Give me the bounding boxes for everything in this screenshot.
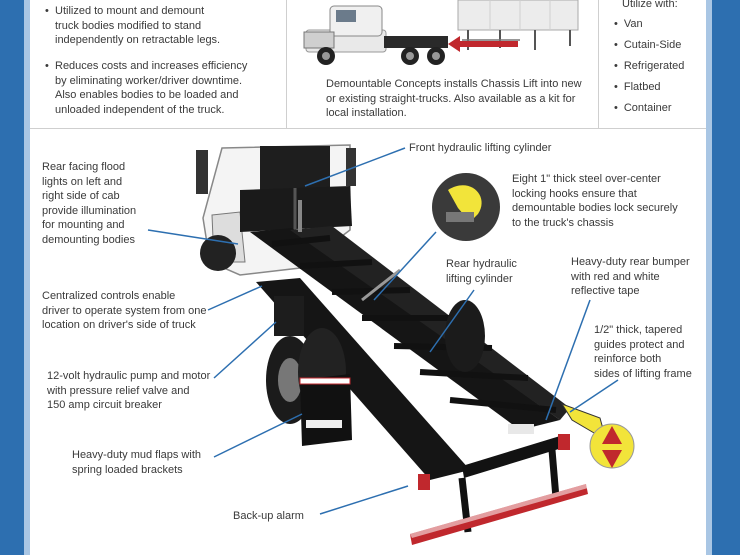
caption-line: or existing straight-trucks. Also availa… bbox=[326, 92, 576, 105]
caption-line: Demountable Concepts installs Chassis Li… bbox=[326, 78, 582, 90]
callout-flood-lights: Rear facing flood lights on left and rig… bbox=[42, 160, 136, 247]
callout-line: to the truck's chassis bbox=[512, 216, 614, 229]
utilize-label: Flatbed bbox=[623, 81, 661, 93]
page-frame-left-inner bbox=[24, 0, 30, 555]
utilize-item-van: •Van bbox=[614, 18, 643, 30]
callout-line: Rear facing flood bbox=[42, 161, 126, 173]
column-divider-left bbox=[286, 0, 287, 128]
callout-line: demounting bodies bbox=[42, 233, 135, 246]
callout-line: lifting cylinder bbox=[446, 272, 513, 285]
callout-line: right side of cab bbox=[42, 190, 120, 202]
leader-hooks bbox=[373, 231, 437, 301]
callout-line: 150 amp circuit breaker bbox=[47, 399, 162, 411]
callout-line: lights on left and bbox=[42, 175, 123, 188]
callout-backup-alarm: Back-up alarm bbox=[233, 510, 304, 522]
leader-pump bbox=[213, 321, 277, 379]
callout-line: 12-volt hydraulic pump and motor bbox=[47, 370, 211, 382]
caption-line: local installation. bbox=[326, 107, 407, 119]
callout-line: guides protect and bbox=[594, 338, 685, 351]
callout-line: with pressure relief valve and bbox=[47, 384, 190, 397]
callout-line: provide illumination bbox=[42, 204, 137, 217]
callout-line: Eight 1" thick steel over-center bbox=[512, 173, 661, 185]
leader-mud-flaps bbox=[213, 413, 303, 458]
callout-line: reflective tape bbox=[571, 285, 640, 297]
utilize-item-container: •Container bbox=[614, 102, 672, 114]
small-truck-illustration bbox=[303, 5, 448, 65]
bullet-line: Also enables bodies to be loaded and bbox=[55, 89, 239, 101]
callout-locking-hooks: Eight 1" thick steel over-center locking… bbox=[512, 172, 678, 230]
bullet-reduce-costs: • Reduces costs and increases efficiency… bbox=[45, 60, 248, 116]
callout-line: Rear hydraulic bbox=[446, 258, 517, 270]
transfer-arrow bbox=[448, 36, 518, 52]
bullet-line: by eliminating worker/driver downtime. bbox=[55, 74, 243, 87]
utilize-item-flatbed: •Flatbed bbox=[614, 81, 661, 93]
callout-line: sides of lifting frame bbox=[594, 367, 692, 380]
bullet-line: independently on retractable legs. bbox=[55, 34, 221, 46]
callout-line: driver to operate system from one bbox=[42, 304, 207, 317]
callout-line: Heavy-duty rear bumper bbox=[571, 256, 690, 268]
leader-guides bbox=[569, 379, 619, 413]
callout-line: for mounting and bbox=[42, 219, 125, 231]
page-frame-right bbox=[712, 0, 740, 555]
page-frame-right-inner bbox=[706, 0, 712, 555]
utilize-label: Van bbox=[623, 18, 643, 30]
page-frame-left bbox=[0, 0, 24, 555]
utilize-label: Cutain-Side bbox=[623, 39, 682, 51]
section-divider bbox=[30, 128, 706, 129]
callout-line: location on driver's side of truck bbox=[42, 319, 196, 331]
chassis-illustration bbox=[196, 144, 635, 545]
callout-hydraulic-pump: 12-volt hydraulic pump and motor with pr… bbox=[47, 369, 210, 413]
bullet-line: Utilized to mount and demount bbox=[55, 5, 205, 17]
hook-detail-inset bbox=[432, 173, 500, 241]
leader-flood-lights bbox=[147, 229, 239, 245]
leader-lines bbox=[147, 147, 619, 515]
callout-mud-flaps: Heavy-duty mud flaps with spring loaded … bbox=[72, 448, 201, 477]
bullet-line: Reduces costs and increases efficiency bbox=[55, 60, 248, 72]
utilize-item-refrigerated: •Refrigerated bbox=[614, 60, 685, 72]
callout-line: demountable bodies lock securely bbox=[512, 202, 678, 214]
callout-line: locking hooks ensure that bbox=[512, 187, 637, 200]
leader-front-cylinder bbox=[304, 147, 406, 187]
callout-rear-bumper: Heavy-duty rear bumper with red and whit… bbox=[571, 255, 690, 299]
utilize-item-curtain-side: •Cutain-Side bbox=[614, 39, 682, 51]
utilize-label: Container bbox=[623, 102, 672, 114]
callout-front-cylinder: Front hydraulic lifting cylinder bbox=[409, 142, 552, 154]
callout-tapered-guides: 1/2" thick, tapered guides protect and r… bbox=[594, 323, 692, 381]
callout-line: Heavy-duty mud flaps with bbox=[72, 449, 201, 461]
demounted-body-illustration bbox=[457, 0, 579, 50]
leader-alarm bbox=[319, 485, 409, 515]
bullet-mount-demount: • Utilized to mount and demount truck bo… bbox=[45, 5, 221, 46]
callout-line: spring loaded brackets bbox=[72, 463, 183, 476]
leader-bumper bbox=[545, 299, 591, 421]
bullet-line: unloaded independent of the truck. bbox=[55, 103, 225, 116]
column-divider-right bbox=[598, 0, 599, 128]
callout-line: with red and white bbox=[571, 270, 660, 283]
utilize-title: Utilize with: bbox=[622, 0, 678, 10]
callout-centralized-controls: Centralized controls enable driver to op… bbox=[42, 289, 206, 333]
utilize-label: Refrigerated bbox=[623, 60, 685, 72]
callout-rear-cylinder: Rear hydraulic lifting cylinder bbox=[446, 257, 517, 286]
leader-controls bbox=[207, 285, 263, 311]
install-caption: Demountable Concepts installs Chassis Li… bbox=[326, 77, 582, 121]
leader-rear-cylinder bbox=[429, 289, 475, 353]
callout-line: reinforce both bbox=[594, 353, 662, 365]
callout-line: Centralized controls enable bbox=[42, 290, 176, 302]
bullet-line: truck bodies modified to stand bbox=[55, 19, 202, 32]
callout-line: 1/2" thick, tapered bbox=[594, 324, 683, 336]
